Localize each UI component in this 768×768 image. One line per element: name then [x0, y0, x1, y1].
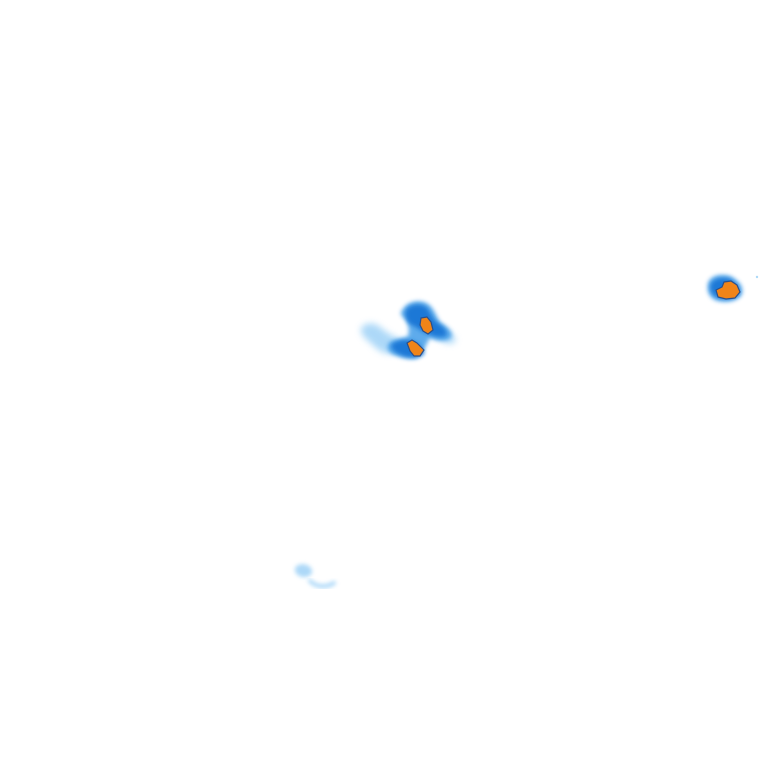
precip-very-heavy-central-south: [406, 339, 425, 357]
storm-cell-southwest: [294, 564, 336, 589]
precip-light-southwest-arc: [308, 579, 336, 589]
precip-light-southwest-blob: [294, 564, 313, 578]
precip-very-heavy-central-north: [419, 316, 434, 335]
storm-cell-central: [360, 301, 456, 359]
precip-speck-east: [755, 275, 759, 279]
precip-very-heavy-east: [715, 280, 741, 300]
storm-cell-east: [707, 274, 759, 302]
